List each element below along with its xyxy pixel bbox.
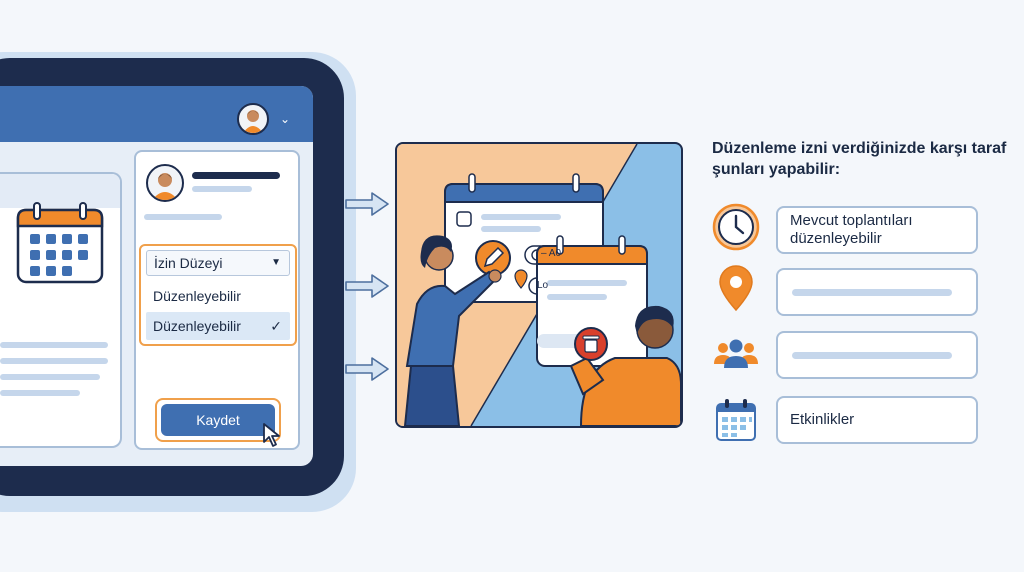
arrow-right-icon: [345, 192, 389, 216]
permission-select-label: İzin Düzeyi: [154, 255, 223, 271]
placeholder-line: [0, 374, 100, 380]
permission-option[interactable]: Düzenleyebilir: [153, 288, 241, 304]
permission-option-label: Düzenleyebilir: [153, 318, 241, 334]
save-button[interactable]: Kaydet: [161, 404, 275, 436]
permission-item-text: Etkinlikler: [790, 411, 855, 428]
user-avatar-button[interactable]: [237, 103, 269, 135]
share-dropdown-panel: İzin Düzeyi ▼ Düzenleyebilir Düzenleyebi…: [134, 150, 300, 450]
permission-item-attendees: [776, 331, 978, 379]
calendar-card: [0, 172, 122, 448]
mouse-cursor-icon: [263, 423, 280, 447]
permission-option-selected[interactable]: Düzenleyebilir ✓: [146, 312, 290, 340]
permission-item-edit-meetings: Mevcut toplantıları düzenleyebilir: [776, 206, 978, 254]
placeholder-line: [0, 390, 80, 396]
placeholder-line: [0, 358, 108, 364]
permission-item-location: [776, 268, 978, 316]
arrow-right-icon: [345, 357, 389, 381]
contact-avatar: [146, 164, 184, 202]
placeholder-line: [792, 289, 952, 296]
collaboration-illustration: – A0 Lo: [395, 142, 683, 428]
permission-item-events: Etkinlikler: [776, 396, 978, 444]
calendar-icon: [16, 202, 104, 284]
placeholder-line: [0, 342, 108, 348]
permission-level-select[interactable]: İzin Düzeyi ▼: [146, 250, 290, 276]
tablet-screen: ⌄: [0, 86, 313, 466]
editing-scene: [397, 144, 681, 426]
clock-icon: [712, 203, 760, 251]
person-avatar-icon: [152, 173, 178, 200]
location-pin-icon: [719, 265, 753, 312]
caret-down-icon: ▼: [271, 257, 281, 268]
permission-level-control: İzin Düzeyi ▼ Düzenleyebilir Düzenleyebi…: [139, 244, 297, 346]
chevron-down-icon[interactable]: ⌄: [280, 112, 291, 126]
user-avatar-icon: [243, 110, 263, 133]
arrow-right-icon: [345, 274, 389, 298]
info-heading: Düzenleme izni verdiğinizde karşı taraf …: [712, 140, 1007, 178]
people-icon: [714, 339, 758, 368]
save-button-highlight: Kaydet: [155, 398, 281, 442]
time-chip-text: – A0: [541, 248, 562, 259]
checkmark-icon: ✓: [270, 318, 282, 334]
calendar-icon: [716, 399, 756, 441]
placeholder-line: [792, 352, 952, 359]
permission-item-text: Mevcut toplantıları düzenleyebilir: [790, 212, 913, 247]
location-chip-text: Lo: [537, 280, 549, 291]
contact-name-placeholder: [192, 172, 280, 179]
contact-email-placeholder: [192, 186, 252, 192]
placeholder-line: [144, 214, 222, 220]
calendar-card-header: [0, 174, 120, 208]
